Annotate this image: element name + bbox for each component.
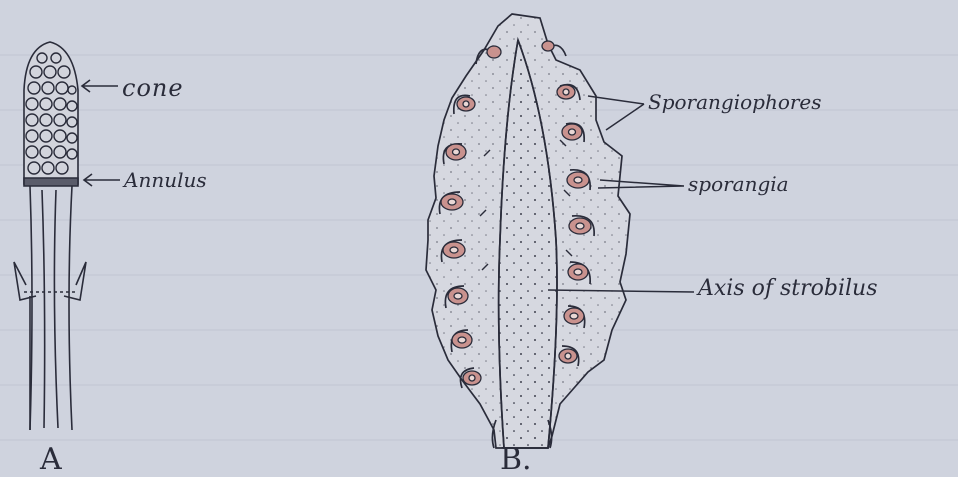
sheath [14,262,86,300]
annulus-ring [24,178,78,186]
label-axis-of-strobilus: Axis of strobilus [698,276,878,301]
label-annulus: Annulus [124,168,207,192]
label-sporangia: sporangia [688,172,789,196]
stalk [30,186,72,430]
label-cone: cone [122,74,184,102]
label-sporangiophores: Sporangiophores [648,90,822,114]
arrows-a [82,80,120,186]
figure-a [14,42,86,430]
tissue-stipple [426,14,630,448]
figure-a-caption: A [40,442,62,477]
figure-b [426,14,630,448]
figure-b-caption: B. [500,442,532,477]
